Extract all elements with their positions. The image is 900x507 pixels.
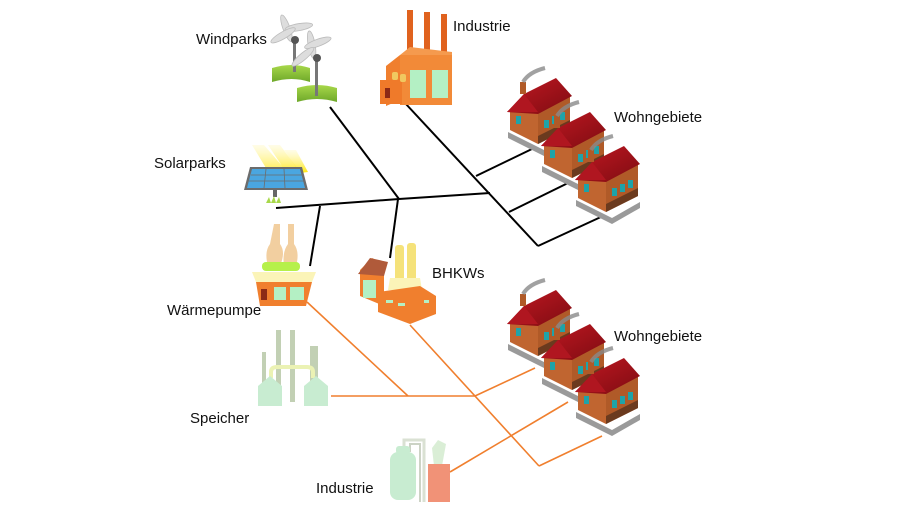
factory-icon (380, 10, 452, 106)
label-wohngebiete-bottom: Wohngebiete (614, 328, 702, 345)
heat-line-house-1 (474, 367, 536, 397)
line-solar-trunk (275, 198, 400, 209)
label-industrie-bottom: Industrie (316, 480, 374, 497)
line-industrie (404, 102, 539, 247)
line-house-2 (508, 182, 569, 213)
heat-pump-icon (252, 224, 316, 306)
line-trunk-east (398, 192, 491, 200)
windpark-icon (270, 14, 337, 102)
label-solarparks: Solarparks (154, 155, 226, 172)
heat-network (306, 301, 603, 473)
line-waermepumpe (309, 205, 321, 267)
heat-line-bhkw (409, 324, 540, 467)
label-waermepumpe: Wärmepumpe (167, 302, 261, 319)
line-house-3 (537, 215, 604, 247)
solar-panel-icon (244, 145, 308, 203)
line-windparks (329, 106, 400, 200)
label-bhkws: BHKWs (432, 265, 485, 282)
industrial-plant-icon (390, 438, 450, 502)
label-windparks: Windparks (196, 31, 267, 48)
label-speicher: Speicher (190, 410, 249, 427)
heat-line-waermepumpe (306, 301, 409, 397)
label-wohngebiete-top: Wohngebiete (614, 109, 702, 126)
storage-tank-icon (258, 330, 328, 406)
heat-line-industrie (449, 401, 569, 473)
electric-network (275, 102, 604, 267)
houses-bottom-icon (505, 278, 642, 438)
label-industrie-top: Industrie (453, 18, 511, 35)
chp-plant-icon (358, 243, 436, 324)
heat-line-house-3 (538, 435, 603, 467)
houses-top-icon (505, 66, 642, 226)
line-house-1 (475, 147, 535, 177)
line-bhkw (389, 198, 399, 259)
